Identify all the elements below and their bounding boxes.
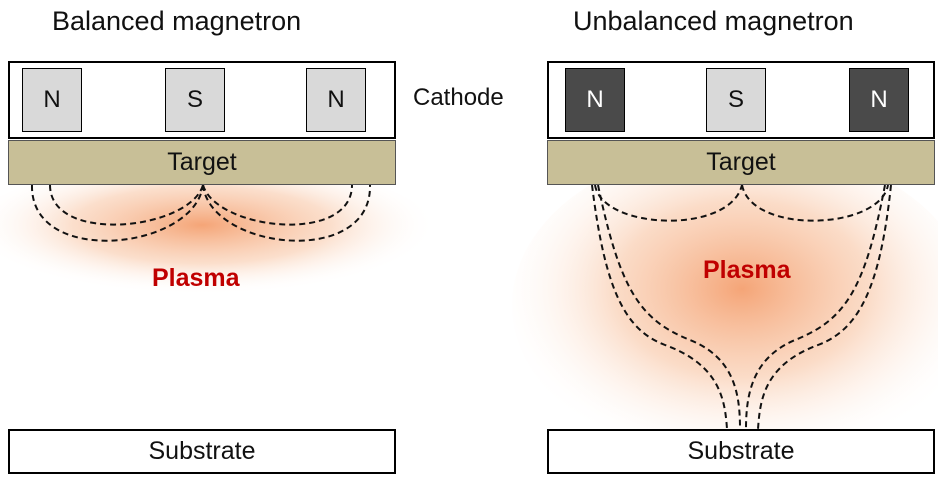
field-line [591,184,728,430]
substrate-balanced: Substrate [8,429,396,474]
field-line [49,184,204,226]
panel-title-balanced: Balanced magnetron [52,6,302,36]
magnet-north-right-strong: N [849,68,909,132]
target-unbalanced: Target [547,140,935,185]
field-line [202,184,372,242]
substrate-unbalanced: Substrate [547,429,935,474]
field-line [597,184,741,430]
magnet-north-right: N [306,68,366,132]
plasma-label-unbalanced: Plasma [703,256,791,284]
magnet-north-left-strong: N [565,68,625,132]
plasma-glow-left [0,162,437,302]
plasma-glow-right [512,145,938,465]
cathode-label: Cathode [413,84,504,111]
magnet-south-center: S [706,68,766,132]
field-line [745,184,886,430]
target-balanced: Target [8,140,396,185]
panel-title-unbalanced: Unbalanced magnetron [573,6,854,36]
field-line [202,184,353,226]
plasma-label-balanced: Plasma [152,264,240,292]
magnet-south-center: S [165,68,225,132]
field-line [757,184,892,430]
field-line [594,184,743,222]
field-line [30,184,204,242]
magnet-north-left: N [22,68,82,132]
